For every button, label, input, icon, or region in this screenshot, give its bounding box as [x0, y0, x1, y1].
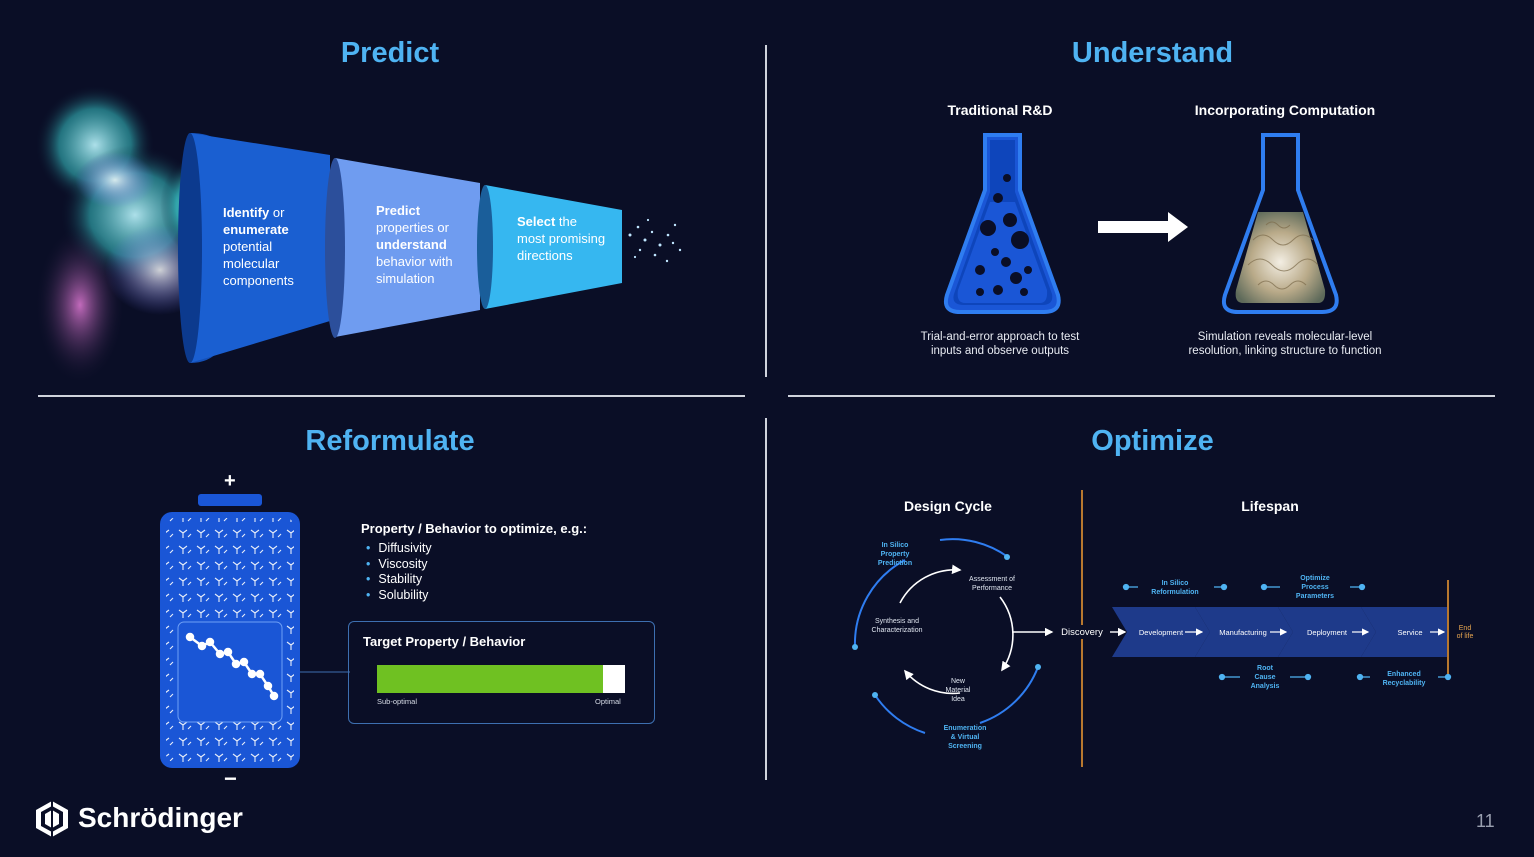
horizontal-divider-right	[788, 395, 1495, 397]
optimal-label: Optimal	[595, 697, 621, 706]
funnel-stage-2-text: Predict properties or understand behavio…	[376, 203, 453, 286]
vertical-divider-bottom	[765, 418, 767, 780]
battery-minus-sign: −	[224, 766, 237, 791]
battery-plus-sign: +	[224, 470, 236, 492]
battery-graphic	[160, 494, 350, 768]
brand-name: Schrödinger	[78, 802, 243, 833]
schrodinger-logo-icon	[36, 801, 68, 837]
traditional-flask-icon	[943, 133, 1061, 314]
property-item: Solubility	[366, 588, 428, 602]
reformulate-title: Reformulate	[305, 425, 475, 457]
horizontal-divider-left	[38, 395, 745, 397]
svg-text:Manufacturing: Manufacturing	[1219, 628, 1267, 637]
cycle-dots	[852, 554, 1041, 698]
funnel-stage-2	[325, 158, 480, 338]
vertical-divider-top	[765, 45, 767, 377]
predict-funnel-graphic	[35, 85, 682, 385]
inner-cycle-arcs	[899, 564, 1014, 695]
target-property-title: Target Property / Behavior	[363, 634, 526, 649]
outer-cycle-arcs	[853, 538, 1039, 734]
property-item: Viscosity	[366, 557, 427, 571]
property-bar-track	[377, 665, 625, 693]
understand-title: Understand	[1071, 37, 1234, 69]
funnel-stage-1	[178, 133, 330, 363]
funnel-stage-3	[477, 185, 622, 309]
design-cycle-label: Design Cycle	[904, 498, 992, 514]
discovery-label: Discovery	[1061, 627, 1103, 638]
optimize-title: Optimize	[1091, 425, 1214, 457]
lifespan-label: Lifespan	[1241, 498, 1299, 514]
property-bar-fill	[377, 665, 603, 693]
predict-title: Predict	[340, 37, 440, 69]
property-item: Stability	[366, 572, 422, 586]
stage-labels: Development Manufacturing Deployment Ser…	[1139, 628, 1423, 637]
arrow-right-icon	[1098, 212, 1188, 242]
funnel-stage-1-text: Identify or enumerate potential molecula…	[223, 205, 294, 288]
funnel-stage-3-text: Select the most promising directions	[517, 214, 606, 263]
lifespan-chevrons	[1112, 607, 1448, 657]
svg-text:Deployment: Deployment	[1307, 628, 1348, 637]
computation-flask-icon	[1221, 133, 1339, 314]
property-item: Diffusivity	[366, 541, 431, 555]
page-number: 11	[1476, 811, 1495, 831]
sub-optimal-label: Sub-optimal	[377, 697, 418, 706]
target-property-box	[348, 621, 655, 724]
output-particles	[628, 218, 682, 263]
incorporating-computation-label: Incorporating Computation	[1194, 102, 1376, 118]
svg-text:Development: Development	[1139, 628, 1184, 637]
molecule-chain	[185, 632, 279, 701]
traditional-rd-label: Traditional R&D	[947, 102, 1053, 118]
property-list-title: Property / Behavior to optimize, e.g.:	[361, 521, 588, 536]
svg-text:Service: Service	[1397, 628, 1422, 637]
